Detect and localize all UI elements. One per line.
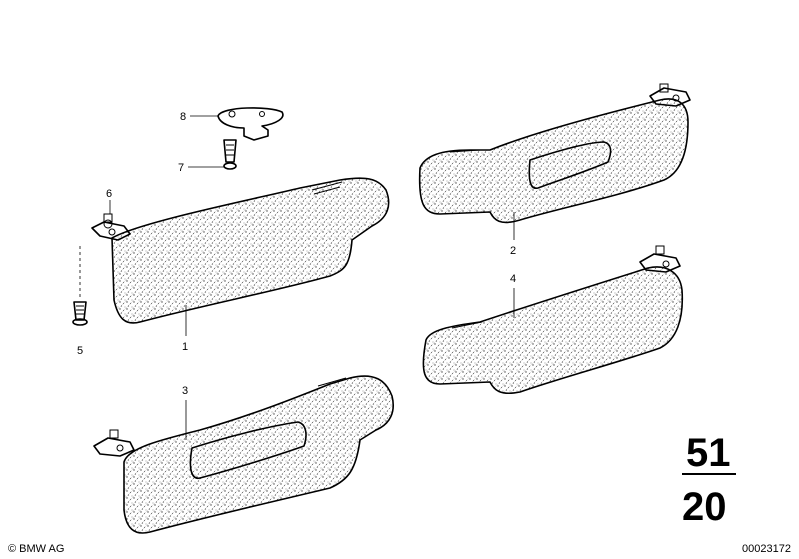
sun-visor-part-3 (123, 375, 394, 534)
mount-plate-part-8 (217, 107, 284, 141)
screw-part-7 (223, 139, 237, 170)
group-number-bottom: 20 (682, 485, 727, 529)
group-number: 51 20 (682, 431, 736, 529)
callout-7: 7 (178, 162, 184, 174)
hinge-bracket-middle-right (639, 245, 681, 273)
callout-6: 6 (106, 188, 112, 200)
hinge-bracket-top-right (649, 83, 691, 107)
callout-1: 1 (182, 341, 188, 353)
callout-3: 3 (182, 385, 188, 397)
sun-visor-part-4 (422, 266, 684, 395)
leader-lines (109, 115, 515, 440)
copyright-label: © BMW AG (8, 543, 65, 555)
callout-5: 5 (77, 345, 83, 357)
hinge-bracket-bottom-left (93, 429, 135, 457)
callout-4: 4 (510, 273, 516, 285)
document-id-label: 00023172 (742, 543, 791, 555)
sun-visor-part-2 (418, 98, 689, 224)
callout-8: 8 (180, 111, 186, 123)
sun-visor-part-1 (111, 177, 390, 324)
callout-2: 2 (510, 245, 516, 257)
group-number-top: 51 (686, 431, 731, 475)
hinge-bracket-part-6 (91, 213, 131, 241)
screw-part-5 (72, 246, 88, 326)
